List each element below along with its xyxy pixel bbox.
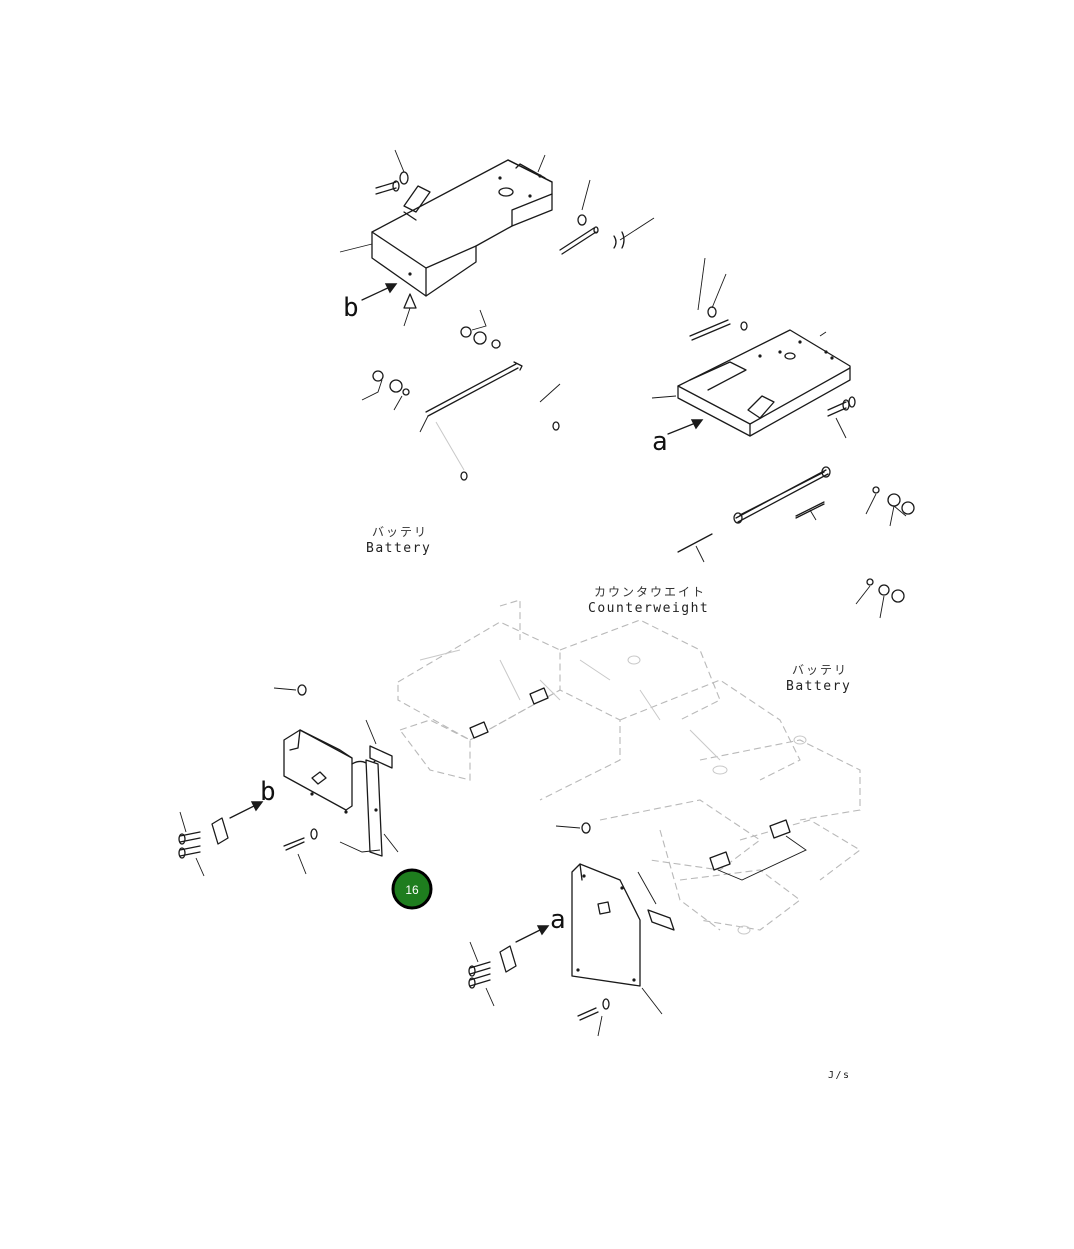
view-b-arrow-top: b	[343, 283, 398, 323]
chassis-sockets	[469, 687, 807, 881]
battery-label-jp: バッテリ	[372, 525, 428, 539]
callout-number: 16	[405, 883, 419, 897]
corner-mark: J/s	[828, 1070, 851, 1081]
view-letter-a-right: a	[652, 427, 668, 457]
cable-assembly	[677, 466, 831, 563]
part-callout-16[interactable]: 16	[391, 868, 433, 910]
lower-left-bolts	[178, 811, 318, 877]
lower-center-plate	[571, 863, 675, 1015]
battery-cover-a	[677, 329, 856, 437]
lower-center-bolts	[468, 941, 610, 1037]
view-letter-b-lower: b	[260, 777, 276, 807]
mount-bolt-center	[555, 822, 591, 834]
top-battery-cover-b	[371, 159, 553, 297]
view-a-arrow-lower: a	[515, 905, 566, 943]
battery-label-en: Battery	[366, 541, 431, 556]
cover-a-leaders	[651, 257, 847, 439]
counterweight-label-en: Counterweight	[588, 601, 709, 616]
view-letter-a-lower: a	[550, 905, 566, 935]
counterweight-label-jp: カウンタウエイト	[594, 585, 706, 599]
nut-group-right-2	[855, 578, 905, 619]
battery2-label-en: Battery	[786, 679, 851, 694]
top-rod-parts	[559, 214, 625, 255]
top-cover-leaders	[339, 149, 655, 253]
cone-fitting	[403, 293, 417, 327]
nut-group-right-1	[865, 486, 915, 527]
view-letter-b-top: b	[343, 293, 359, 323]
mount-bolt-top	[273, 684, 307, 696]
long-rod-diagonal	[419, 361, 561, 481]
view-a-arrow-top: a	[652, 419, 704, 457]
lower-left-bracket	[283, 719, 399, 857]
battery2-label-jp: バッテリ	[792, 663, 848, 677]
nut-group-left	[361, 370, 410, 411]
view-b-arrow-lower: b	[229, 777, 276, 819]
rod-top-right	[689, 306, 748, 341]
nut-group-top	[460, 309, 501, 349]
ghost-chassis	[397, 599, 861, 935]
